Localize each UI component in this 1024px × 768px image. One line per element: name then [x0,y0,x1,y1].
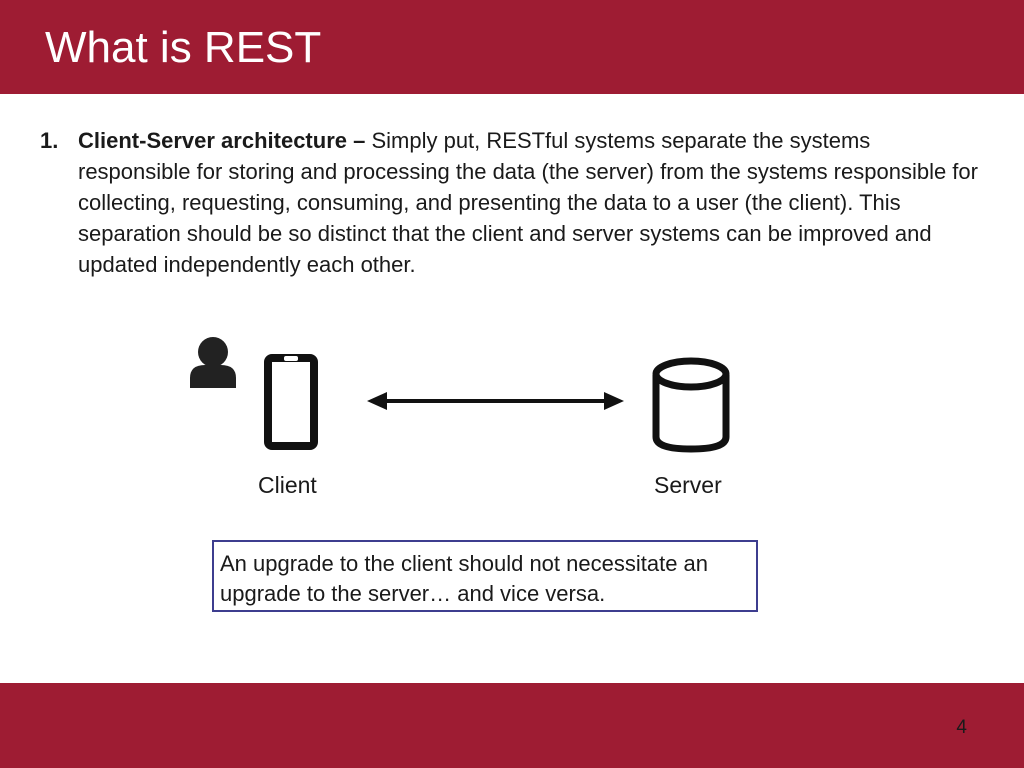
client-label: Client [258,472,317,498]
slide-header: What is REST [0,0,1024,94]
list-item-term: Client-Server architecture – [78,128,366,153]
page-number: 4 [956,717,967,738]
slide-title: What is REST [45,23,322,72]
list-item-number: 1. [40,128,59,153]
note-box: An upgrade to the client should not nece… [212,540,758,612]
database-icon [652,357,730,453]
mobile-phone-icon [264,354,318,450]
double-arrow [367,392,624,410]
content-list: 1. Client-Server architecture – Simply p… [40,125,980,280]
user-icon [190,337,236,388]
slide-footer: 4 [0,683,1024,768]
list-item: 1. Client-Server architecture – Simply p… [40,125,980,280]
list-item-text: Simply put, RESTful systems separate the… [78,128,978,277]
server-label: Server [654,472,722,498]
